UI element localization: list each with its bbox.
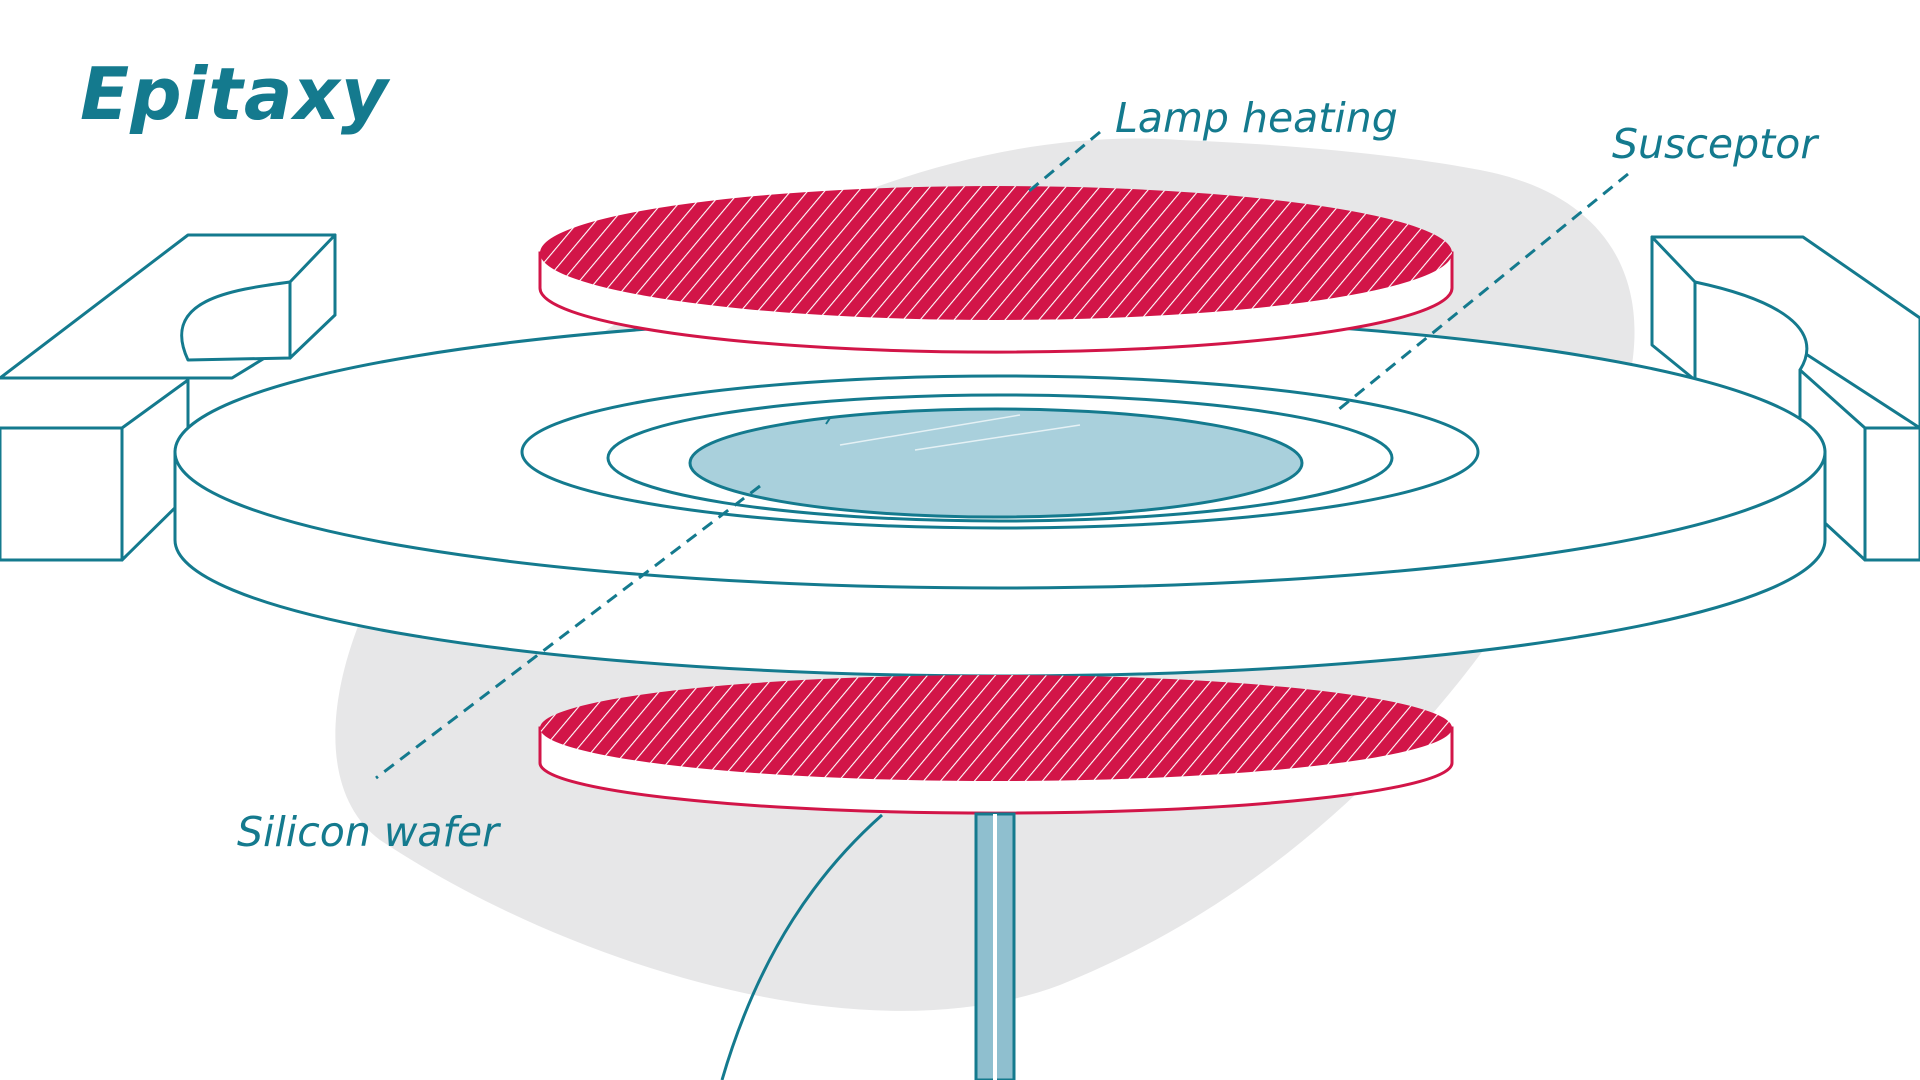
silicon-wafer-leader-line	[375, 484, 761, 780]
lower-lamp-heater	[538, 675, 1454, 815]
upper-lamp-heater	[538, 186, 1454, 354]
support-shaft	[974, 812, 1016, 1080]
silicon-wafer	[688, 407, 1304, 519]
silicon-wafer-label: Silicon wafer	[237, 808, 500, 856]
susceptor-label: Susceptor	[1612, 120, 1818, 168]
support-arm-line	[720, 813, 883, 1080]
lamp-heating-label: Lamp heating	[1115, 94, 1398, 142]
left-clamp	[0, 233, 337, 562]
lamp-heating-leader-line	[1027, 130, 1101, 194]
susceptor-leader-line	[1337, 172, 1629, 412]
page-title: Epitaxy	[80, 52, 389, 136]
